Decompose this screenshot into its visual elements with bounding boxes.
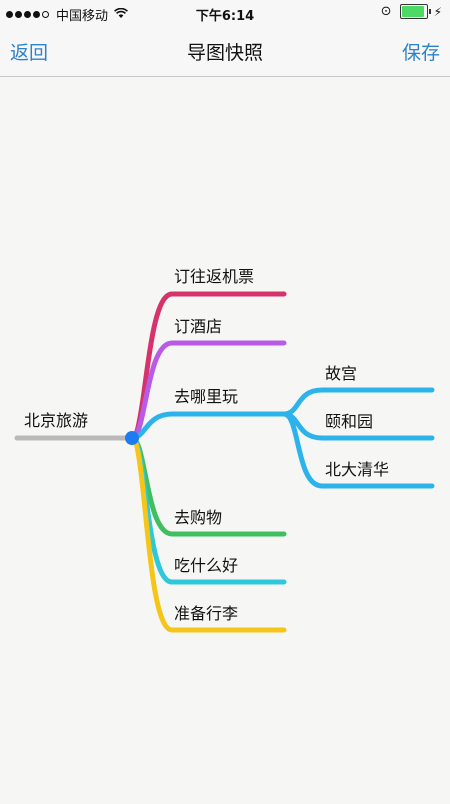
battery-fill: [401, 6, 425, 17]
branch-node[interactable]: 去购物: [174, 508, 223, 527]
signal-dot-icon: [33, 11, 40, 18]
branch-line: [129, 435, 287, 633]
rotation-lock-icon: ⊙: [380, 4, 392, 19]
status-bar: 中国移动 下午6:14 ⊙ ⚡: [0, 0, 450, 26]
branch-node[interactable]: 订酒店: [174, 317, 223, 336]
mindmap-canvas: 北京旅游 订往返机票 订酒店 去哪里玩 去购物 吃什么好 准备行李 故宫 颐和园…: [0, 77, 450, 800]
save-button[interactable]: 保存: [401, 42, 440, 64]
branch-node[interactable]: 订往返机票: [174, 267, 255, 286]
status-time: 下午6:14: [195, 9, 255, 24]
branch-node[interactable]: 准备行李: [174, 604, 239, 623]
child-node[interactable]: 北大清华: [325, 460, 390, 479]
branch-node[interactable]: 吃什么好: [174, 556, 239, 575]
branch-line: [129, 411, 287, 441]
signal-dot-icon: [6, 11, 13, 18]
signal-dot-icon: [15, 11, 22, 18]
mindmap-lines: [14, 291, 435, 633]
signal-area: 中国移动: [6, 5, 128, 24]
back-button[interactable]: 返回: [10, 42, 49, 64]
root-dot[interactable]: [125, 431, 139, 445]
battery-area: ⊙ ⚡: [381, 4, 442, 19]
charging-bolt-icon: ⚡: [433, 4, 442, 19]
signal-dot-empty-icon: [42, 11, 49, 18]
child-node[interactable]: 故宫: [325, 364, 358, 383]
battery-icon: [399, 4, 428, 19]
root-node[interactable]: 北京旅游: [24, 411, 89, 430]
page-title: 导图快照: [186, 42, 263, 64]
signal-dot-icon: [24, 11, 31, 18]
wifi-icon: [114, 7, 128, 22]
child-line: [281, 411, 435, 489]
branch-node[interactable]: 去哪里玩: [174, 387, 239, 406]
nav-bar: 返回 导图快照 保存: [0, 26, 450, 77]
child-node[interactable]: 颐和园: [325, 412, 374, 431]
carrier-name: 中国移动: [56, 9, 109, 24]
battery-cap: [428, 9, 431, 14]
